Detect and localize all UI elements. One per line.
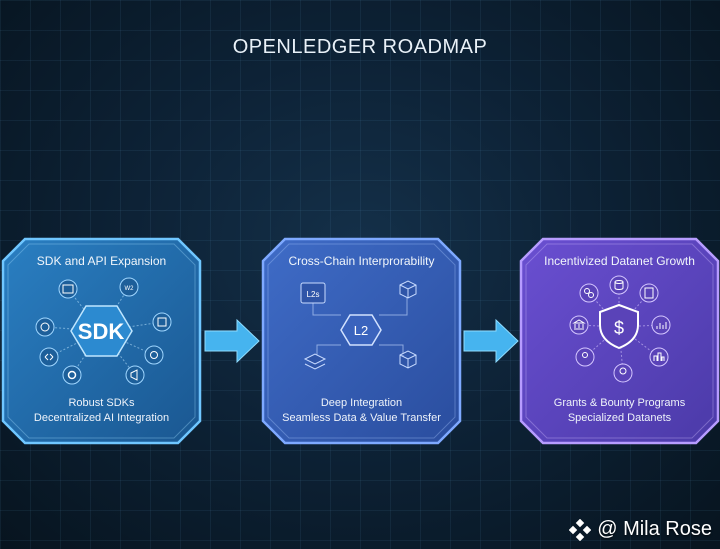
stage-title: Cross-Chain Interprorability (261, 254, 462, 268)
globe-icon (36, 318, 54, 336)
puzzle-icon (153, 313, 171, 331)
l2s-box-icon: L2s (301, 283, 325, 303)
layers-icon (305, 354, 325, 369)
document-icon (640, 284, 658, 302)
stage-title: SDK and API Expansion (1, 254, 202, 268)
cube-icon (400, 351, 416, 368)
stage-crosschain-card: Cross-Chain Interprorability L2s L2 Deep… (261, 237, 462, 445)
datanet-illustration: $ (519, 275, 720, 387)
stage-line-2: Seamless Data & Value Transfer (261, 411, 462, 426)
chat-icon (145, 346, 163, 364)
svg-text:W2: W2 (125, 286, 135, 292)
stage-line-2: Specialized Datanets (519, 411, 720, 426)
location-icon (576, 348, 594, 366)
database-icon (610, 276, 628, 294)
window-icon (59, 280, 77, 298)
stage-line-2: Decentralized AI Integration (1, 411, 202, 426)
dollar-label: $ (614, 318, 624, 338)
stage-title: Incentivized Datanet Growth (519, 254, 720, 268)
l2-label: L2 (354, 323, 368, 338)
badge-icon (614, 364, 632, 382)
sdk-label: SDK (78, 319, 125, 344)
binance-diamond-icon (569, 519, 591, 541)
stage-sdk-card: SDK and API Expansion W2 SDK Robust SDKs… (1, 237, 202, 445)
arrow-right-icon (203, 318, 261, 364)
stage-line-1: Deep Integration (261, 396, 462, 411)
stage-line-1: Robust SDKs (1, 396, 202, 411)
watermark: @ Mila Rose (569, 518, 712, 541)
stage-line-1: Grants & Bounty Programs (519, 396, 720, 411)
arrow-right-icon (462, 318, 520, 364)
crosschain-illustration: L2s L2 (261, 275, 462, 387)
city-icon (650, 348, 668, 366)
svg-text:L2s: L2s (307, 290, 320, 299)
sdk-illustration: W2 SDK (1, 275, 202, 387)
code-icon (40, 348, 58, 366)
bank-icon (570, 316, 588, 334)
cube-icon (400, 281, 416, 298)
web-icon: W2 (120, 278, 138, 296)
coins-icon (580, 284, 598, 302)
chart-icon (652, 316, 670, 334)
megaphone-icon (126, 366, 144, 384)
watermark-text: @ Mila Rose (597, 518, 712, 541)
gear-icon (63, 366, 81, 384)
stage-datanet-card: Incentivized Datanet Growth $ Grants & B… (519, 237, 720, 445)
roadmap-title: OPENLEDGER ROADMAP (0, 36, 720, 59)
